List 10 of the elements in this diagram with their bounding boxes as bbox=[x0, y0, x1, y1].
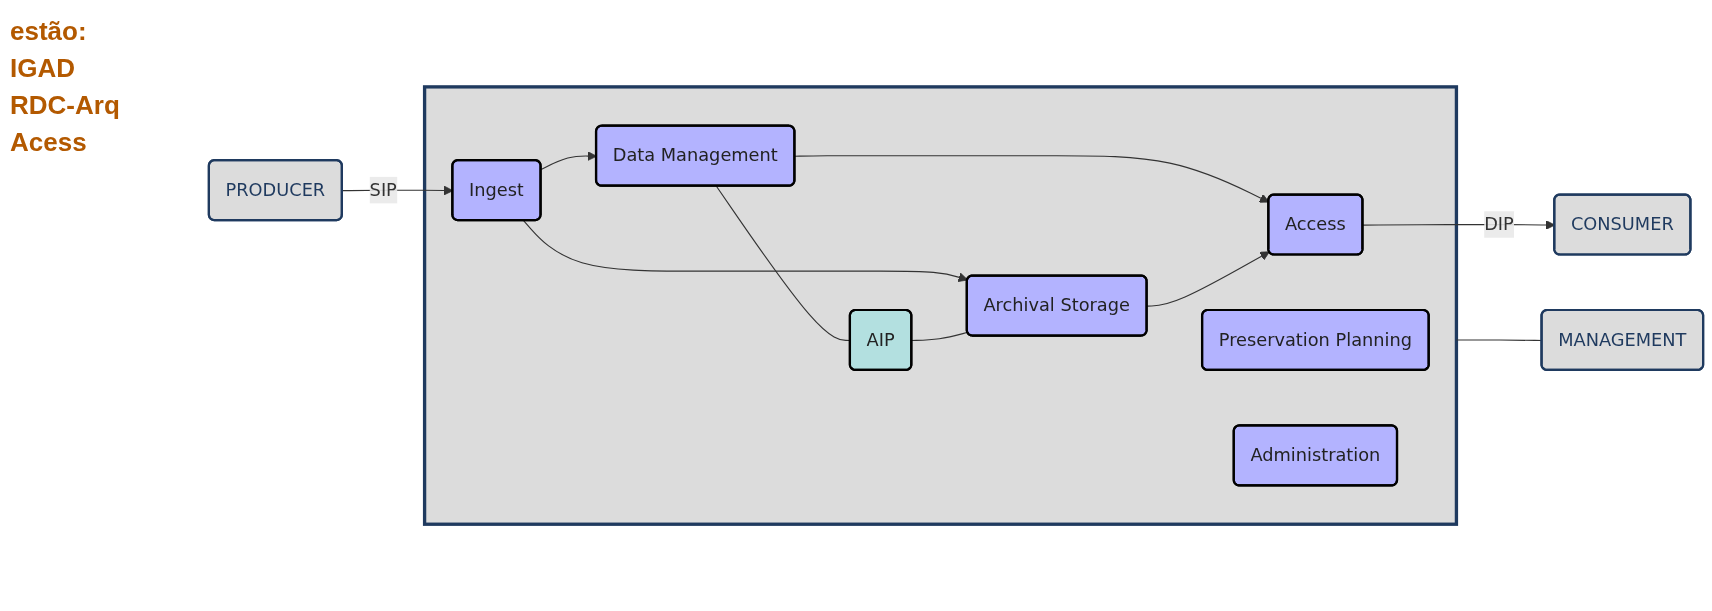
overlay-note: RDC-Arq bbox=[10, 90, 121, 121]
connector bbox=[911, 331, 969, 341]
edge-label: SIP bbox=[369, 178, 397, 201]
overlay-note: IGAD bbox=[10, 53, 76, 84]
overlay-note: Acess bbox=[10, 127, 88, 158]
cluster bbox=[422, 85, 1459, 526]
overlay-note: estão: bbox=[10, 16, 88, 47]
edge-label: DIP bbox=[1484, 213, 1514, 235]
arrow bbox=[523, 220, 969, 282]
arrow bbox=[1146, 251, 1270, 307]
